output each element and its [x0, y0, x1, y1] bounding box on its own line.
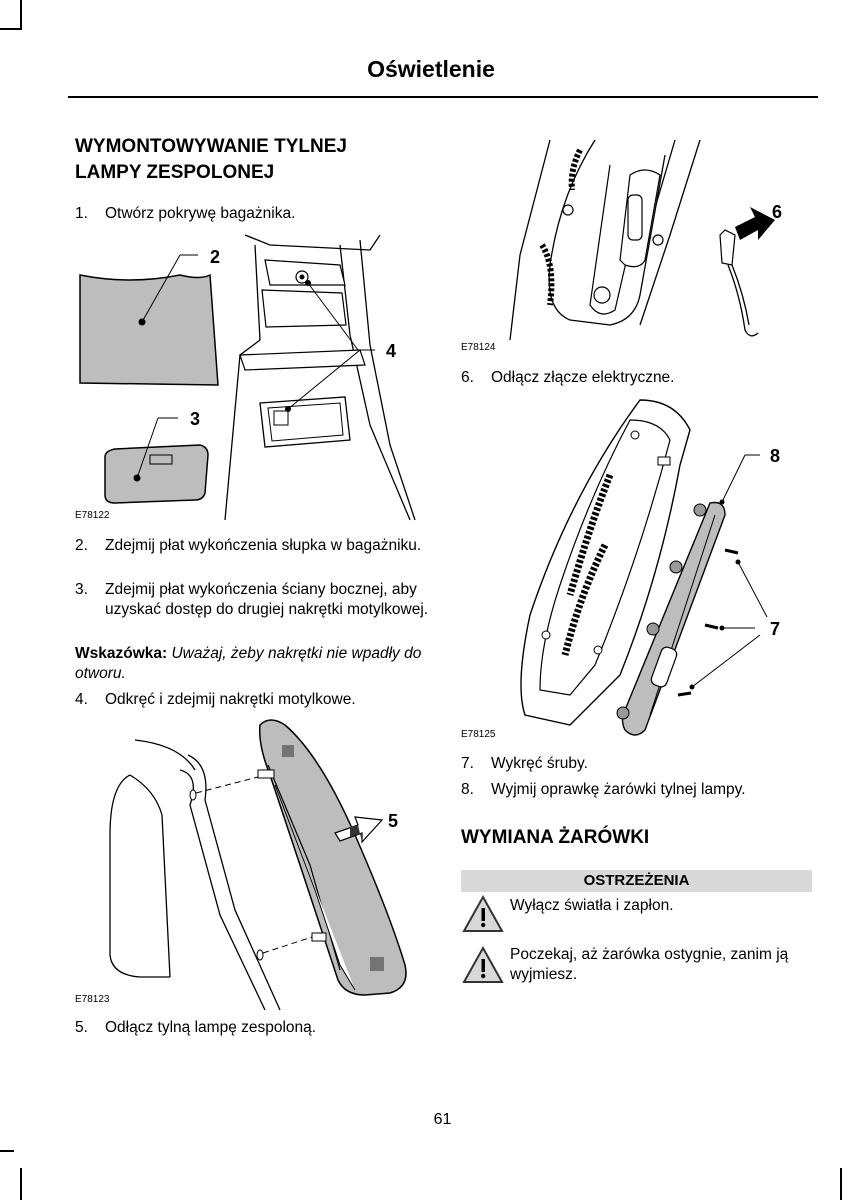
step-number: 1.	[75, 205, 88, 222]
step-text: Otwórz pokrywę bagażnika.	[105, 205, 296, 222]
step-text: Odkręć i zdejmij nakrętki motylkowe.	[105, 691, 356, 708]
step-item: 3. Zdejmij płat wykończenia ściany boczn…	[75, 580, 435, 640]
crop-mark	[840, 1168, 842, 1200]
callout-5: 5	[388, 811, 398, 831]
warning-triangle-icon	[462, 894, 504, 932]
section-heading-line: WYMONTOWYWANIE TYLNEJ	[75, 136, 347, 157]
figure-bulb-holder: 7 8	[520, 399, 780, 736]
section-heading: WYMIANA ŻARÓWKI	[461, 827, 650, 848]
step-text: Wykręć śruby.	[491, 755, 588, 772]
figure-trunk-trim: 2 3 4	[79, 234, 416, 521]
step-item: 6. Odłącz złącze elektryczne.	[461, 368, 821, 388]
step-text: Odłącz tylną lampę zespoloną.	[105, 1019, 317, 1036]
figure-code: E78122	[75, 510, 110, 521]
note-label: Wskazówka:	[75, 645, 168, 662]
step-text: Zdejmij płat wykończenia ściany bocznej,…	[105, 581, 429, 618]
callout-6: 6	[772, 202, 782, 222]
step-number: 2.	[75, 537, 88, 554]
step-item: 4. Odkręć i zdejmij nakrętki motylkowe.	[75, 690, 435, 710]
section-heading: WYMONTOWYWANIE TYLNEJ LAMPY ZESPOLONEJ	[75, 134, 347, 186]
crop-mark	[0, 1150, 14, 1152]
step-number: 4.	[75, 691, 88, 708]
callout-2: 2	[210, 247, 220, 267]
step-item: 1. Otwórz pokrywę bagażnika.	[75, 204, 435, 224]
step-number: 8.	[461, 781, 474, 798]
note-block: Wskazówka: Uważaj, żeby nakrętki nie wpa…	[75, 644, 435, 684]
figure-connector: 6	[509, 139, 782, 341]
warnings-header: OSTRZEŻENIA	[461, 870, 812, 892]
figure-code: E78123	[75, 994, 110, 1005]
step-number: 5.	[75, 1019, 88, 1036]
note-text: Uważaj, żeby nakrętki nie wpadły do otwo…	[75, 645, 422, 682]
page-title: Oświetlenie	[367, 56, 495, 82]
step-item: 5. Odłącz tylną lampę zespoloną.	[75, 1018, 435, 1038]
step-number: 7.	[461, 755, 474, 772]
callout-3: 3	[190, 409, 200, 429]
step-item: 2. Zdejmij płat wykończenia słupka w bag…	[75, 536, 435, 576]
warning-item: Poczekaj, aż żarówka ostygnie, zanim ją …	[461, 945, 812, 990]
figure-lamp-removal: 5	[109, 719, 407, 1011]
warning-triangle-icon	[462, 945, 504, 983]
step-text: Wyjmij oprawkę żarówki tylnej lampy.	[491, 781, 746, 798]
figure-code: E78124	[461, 342, 496, 353]
callout-8: 8	[770, 446, 780, 466]
figure-code: E78125	[461, 729, 496, 740]
step-text: Zdejmij płat wykończenia słupka w bagażn…	[105, 537, 422, 554]
section-heading-line: LAMPY ZESPOLONEJ	[75, 162, 275, 183]
warning-text: Poczekaj, aż żarówka ostygnie, zanim ją …	[510, 946, 789, 983]
step-number: 3.	[75, 581, 88, 598]
page-number: 61	[433, 1111, 452, 1128]
crop-mark	[0, 28, 22, 30]
crop-mark	[20, 0, 22, 30]
warning-item: Wyłącz światła i zapłon.	[461, 894, 812, 939]
title-rule	[68, 96, 818, 98]
warning-text: Wyłącz światła i zapłon.	[510, 897, 674, 914]
step-text: Odłącz złącze elektryczne.	[491, 369, 675, 386]
step-number: 6.	[461, 369, 474, 386]
callout-4: 4	[386, 341, 396, 361]
callout-7: 7	[770, 619, 780, 639]
crop-mark	[20, 1168, 22, 1200]
step-item: 7. Wykręć śruby.	[461, 754, 821, 774]
step-item: 8. Wyjmij oprawkę żarówki tylnej lampy.	[461, 780, 821, 800]
